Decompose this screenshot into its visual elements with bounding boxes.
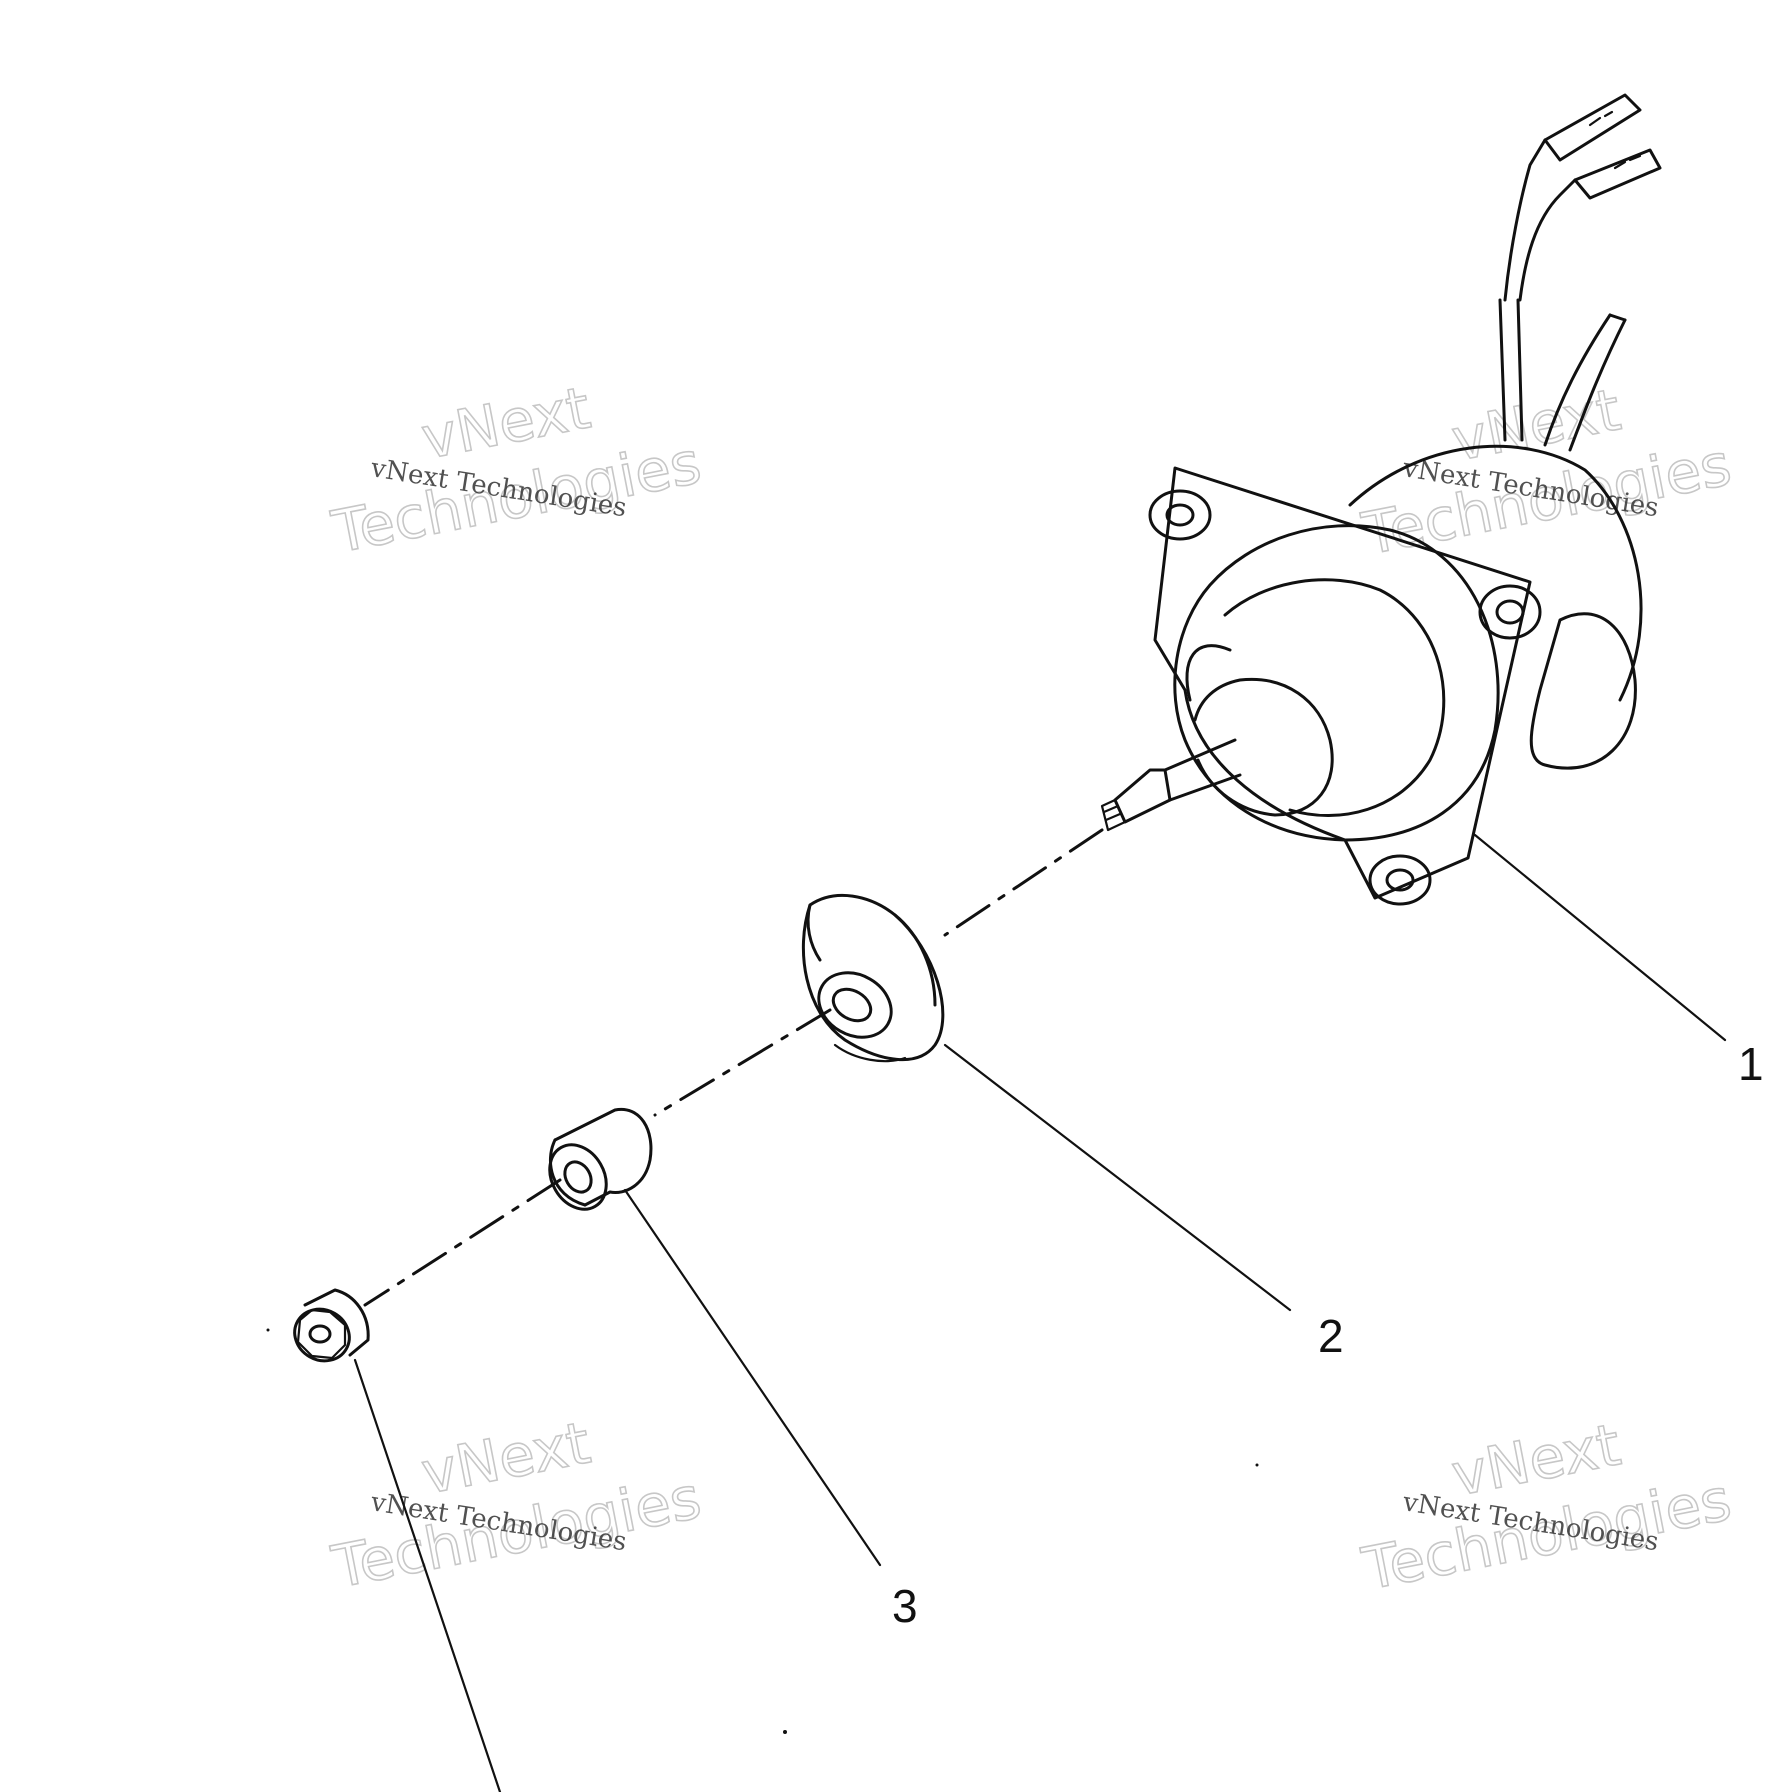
leader-line-2 [943,1043,1292,1312]
watermark-top-left: vNext Technologies [326,373,707,568]
nut-part [293,1288,370,1363]
axis-line-bushing-nut [363,1178,562,1307]
watermark-bottom-right: vNext Technologies [1356,1410,1737,1605]
motor-shaft [1163,738,1242,802]
watermark-bottom-left: vNext Technologies [326,1408,707,1603]
watermark-top-right: vNext Technologies [1356,375,1737,570]
part-label-3: 3 [892,1580,918,1632]
speck [1255,1463,1259,1467]
leader-line-1 [1473,833,1727,1042]
axis-line-grommet-bushing [653,1008,832,1117]
flange-bolt-holes [1148,489,1542,906]
motor-cable-loop [1529,612,1637,770]
motor-wires [1498,93,1662,452]
part-label-2: 2 [1318,1310,1344,1362]
leader-line-3 [623,1188,882,1567]
speck [266,1328,270,1332]
bushing-part [548,1107,653,1211]
part-label-1: 1 [1738,1038,1764,1090]
leader-line-4 [353,1358,502,1792]
axis-line-motor-grommet [943,828,1104,937]
speck [783,1730,787,1734]
motor-rear-housing [1348,444,1643,702]
motor-assembly [1100,93,1662,906]
grommet-part [801,893,945,1063]
motor-front-dome [1173,524,1500,842]
